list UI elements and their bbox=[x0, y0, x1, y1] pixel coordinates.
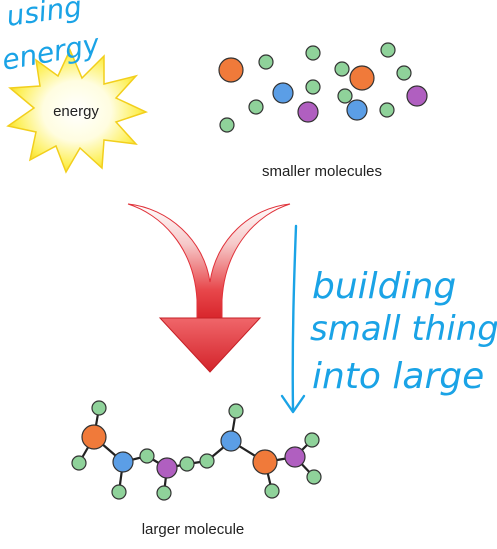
atom-green bbox=[71, 455, 87, 471]
atom-green bbox=[304, 432, 320, 448]
molecule-green bbox=[305, 45, 321, 61]
molecule-green bbox=[305, 79, 321, 95]
molecule-purple bbox=[406, 85, 428, 107]
atom-green bbox=[199, 453, 215, 469]
larger-molecule bbox=[71, 400, 322, 501]
energy-label: energy bbox=[53, 103, 99, 120]
energy-annotation-line: energy bbox=[0, 27, 102, 77]
molecule-purple bbox=[297, 101, 319, 123]
atom-blue bbox=[112, 451, 134, 473]
using-annotation-line: using bbox=[4, 0, 83, 33]
molecule-blue bbox=[272, 82, 294, 104]
molecule-orange bbox=[349, 65, 375, 91]
atom-purple bbox=[284, 446, 306, 468]
molecule-green bbox=[396, 65, 412, 81]
molecule-green bbox=[337, 88, 353, 104]
molecule-green bbox=[380, 42, 396, 58]
atom-green bbox=[264, 483, 280, 499]
smaller-molecules bbox=[218, 42, 428, 133]
atom-green bbox=[156, 485, 172, 501]
larger-molecule-label: larger molecule bbox=[142, 521, 245, 538]
molecule-green bbox=[219, 117, 235, 133]
molecule-blue bbox=[346, 99, 368, 121]
conversion-arrow bbox=[127, 203, 291, 373]
atom-green bbox=[91, 400, 107, 416]
atom-green bbox=[179, 456, 195, 472]
smaller-molecules-label: smaller molecules bbox=[262, 163, 382, 180]
building-line-2: small things bbox=[310, 309, 497, 349]
molecule-orange bbox=[218, 57, 244, 83]
building-line-3: into large bbox=[312, 356, 484, 397]
atom-purple bbox=[156, 457, 178, 479]
atom-orange bbox=[252, 449, 278, 475]
molecule-green bbox=[248, 99, 264, 115]
building-line-1: building bbox=[312, 266, 456, 307]
using-energy-annotation: using energy bbox=[0, 0, 102, 77]
energy-sun: energy bbox=[6, 48, 149, 174]
atom-green bbox=[306, 469, 322, 485]
building-annotation: building small things into large bbox=[280, 224, 497, 414]
atom-blue bbox=[220, 430, 242, 452]
molecule-green bbox=[379, 102, 395, 118]
molecule-green bbox=[258, 54, 274, 70]
atom-green bbox=[139, 448, 155, 464]
atom-orange bbox=[81, 424, 107, 450]
atom-green bbox=[228, 403, 244, 419]
atom-green bbox=[111, 484, 127, 500]
molecule-green bbox=[334, 61, 350, 77]
